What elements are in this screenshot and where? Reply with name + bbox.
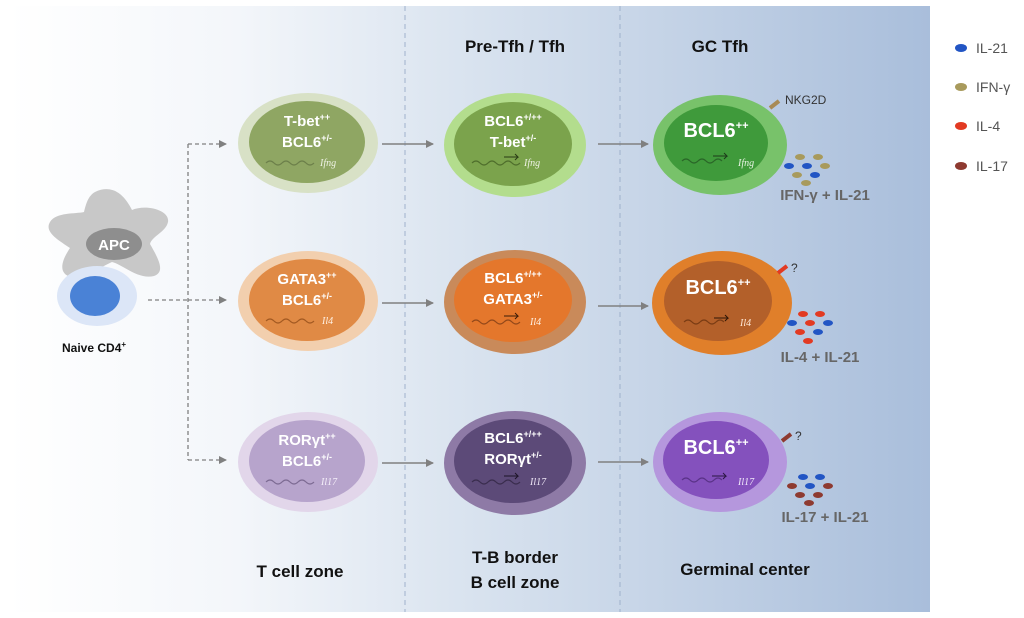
svg-text:Ifng: Ifng bbox=[319, 158, 336, 169]
svg-text:BCL6+/-: BCL6+/- bbox=[282, 452, 332, 470]
column-header-pre-tfh: Pre-Tfh / Tfh bbox=[465, 37, 565, 56]
dna-icon bbox=[265, 160, 315, 166]
th1-pre-tfh-cell: BCL6+/++ T-bet+/- Ifng bbox=[444, 93, 586, 197]
transcription-arrow-icon bbox=[504, 153, 520, 161]
apc-label: APC bbox=[98, 237, 130, 254]
svg-text:T-bet++: T-bet++ bbox=[284, 112, 330, 130]
svg-text:BCL6+/-: BCL6+/- bbox=[282, 291, 332, 309]
svg-text:T-bet+/-: T-bet+/- bbox=[490, 133, 537, 151]
svg-text:Il17: Il17 bbox=[529, 477, 547, 488]
svg-text:BCL6+/++: BCL6+/++ bbox=[484, 269, 541, 287]
zone-label-t-cell: T cell zone bbox=[257, 562, 344, 581]
transcription-arrow-icon bbox=[713, 152, 729, 160]
th2-receptor-label: ? bbox=[791, 261, 798, 275]
dna-icon bbox=[471, 319, 521, 325]
dna-icon bbox=[681, 158, 723, 164]
svg-text:Ifng: Ifng bbox=[737, 158, 754, 169]
svg-text:BCL6+/++: BCL6+/++ bbox=[484, 429, 541, 447]
progression-arrows bbox=[382, 140, 649, 467]
svg-text:GATA3++: GATA3++ bbox=[277, 270, 336, 288]
th1-cytokine-dots bbox=[784, 154, 830, 186]
th2-gc-tfh-cell: BCL6++ Il4 bbox=[652, 251, 792, 355]
legend-label-il4: IL-4 bbox=[976, 118, 1000, 134]
th2-pre-tfh-cell: BCL6+/++ GATA3+/- Il4 bbox=[444, 250, 586, 354]
svg-text:Il17: Il17 bbox=[737, 477, 755, 488]
legend-label-il17: IL-17 bbox=[976, 158, 1008, 174]
th2-cytokine-dots bbox=[787, 311, 833, 344]
legend-dot-ifng bbox=[955, 83, 967, 91]
th17-t-cell-zone-cell: RORγt++ BCL6+/- Il17 bbox=[238, 412, 378, 512]
th1-t-cell-zone-cell: T-bet++ BCL6+/- Ifng bbox=[238, 93, 378, 193]
legend: IL-21 IFN-γ IL-4 IL-17 bbox=[955, 40, 1010, 174]
svg-text:RORγt+/-: RORγt+/- bbox=[484, 450, 541, 468]
legend-dot-il17 bbox=[955, 162, 967, 170]
naive-branch-arrows bbox=[148, 140, 227, 464]
th17-cytokine-label: IL-17 + IL-21 bbox=[781, 509, 868, 526]
dna-icon bbox=[681, 477, 723, 483]
unknown-receptor-icon bbox=[776, 264, 789, 275]
dna-icon bbox=[265, 479, 315, 485]
th1-cytokine-label: IFN-γ + IL-21 bbox=[780, 187, 870, 204]
nkg2d-label: NKG2D bbox=[785, 93, 827, 107]
legend-dot-il4 bbox=[955, 122, 967, 130]
th1-gc-tfh-cell: BCL6++ Ifng bbox=[653, 95, 787, 195]
svg-text:BCL6+/++: BCL6+/++ bbox=[484, 112, 541, 130]
svg-text:BCL6+/-: BCL6+/- bbox=[282, 133, 332, 151]
transcription-arrow-icon bbox=[504, 472, 520, 480]
legend-label-il21: IL-21 bbox=[976, 40, 1008, 56]
naive-cd4-label: Naive CD4+ bbox=[62, 340, 126, 355]
legend-dot-il21 bbox=[955, 44, 967, 52]
th17-gc-tfh-cell: BCL6++ Il17 bbox=[653, 412, 793, 512]
column-header-gc-tfh: GC Tfh bbox=[692, 37, 749, 56]
transcription-arrow-icon bbox=[714, 314, 730, 322]
svg-text:Il4: Il4 bbox=[739, 318, 751, 329]
th17-pre-tfh-cell: BCL6+/++ RORγt+/- Il17 bbox=[444, 411, 586, 515]
svg-text:BCL6++: BCL6++ bbox=[683, 120, 748, 142]
zone-label-b-cell: B cell zone bbox=[471, 573, 560, 592]
dna-icon bbox=[683, 319, 725, 325]
dna-icon bbox=[471, 160, 521, 166]
svg-text:BCL6++: BCL6++ bbox=[683, 437, 748, 459]
naive-cd4-cell bbox=[57, 266, 137, 326]
th2-t-cell-zone-cell: GATA3++ BCL6+/- Il4 bbox=[238, 251, 378, 351]
svg-text:Il4: Il4 bbox=[529, 317, 541, 328]
nkg2d-receptor-icon bbox=[768, 99, 781, 110]
th2-cytokine-label: IL-4 + IL-21 bbox=[781, 349, 860, 366]
legend-label-ifng: IFN-γ bbox=[976, 79, 1010, 95]
dna-icon bbox=[265, 318, 315, 324]
transcription-arrow-icon bbox=[504, 312, 520, 320]
svg-text:GATA3+/-: GATA3+/- bbox=[483, 290, 542, 308]
zone-label-t-b-border: T-B border bbox=[472, 548, 558, 567]
apc-cell: APC bbox=[48, 189, 169, 278]
svg-text:BCL6++: BCL6++ bbox=[685, 277, 750, 299]
dna-icon bbox=[471, 479, 521, 485]
unknown-receptor-icon bbox=[780, 432, 793, 443]
th17-cytokine-dots bbox=[787, 474, 833, 506]
svg-text:Ifng: Ifng bbox=[523, 158, 540, 169]
zone-label-germinal-center: Germinal center bbox=[680, 560, 810, 579]
svg-text:RORγt++: RORγt++ bbox=[278, 431, 335, 449]
th17-receptor-label: ? bbox=[795, 429, 802, 443]
svg-text:Il4: Il4 bbox=[321, 316, 333, 327]
svg-text:Il17: Il17 bbox=[320, 477, 338, 488]
transcription-arrow-icon bbox=[712, 472, 728, 480]
